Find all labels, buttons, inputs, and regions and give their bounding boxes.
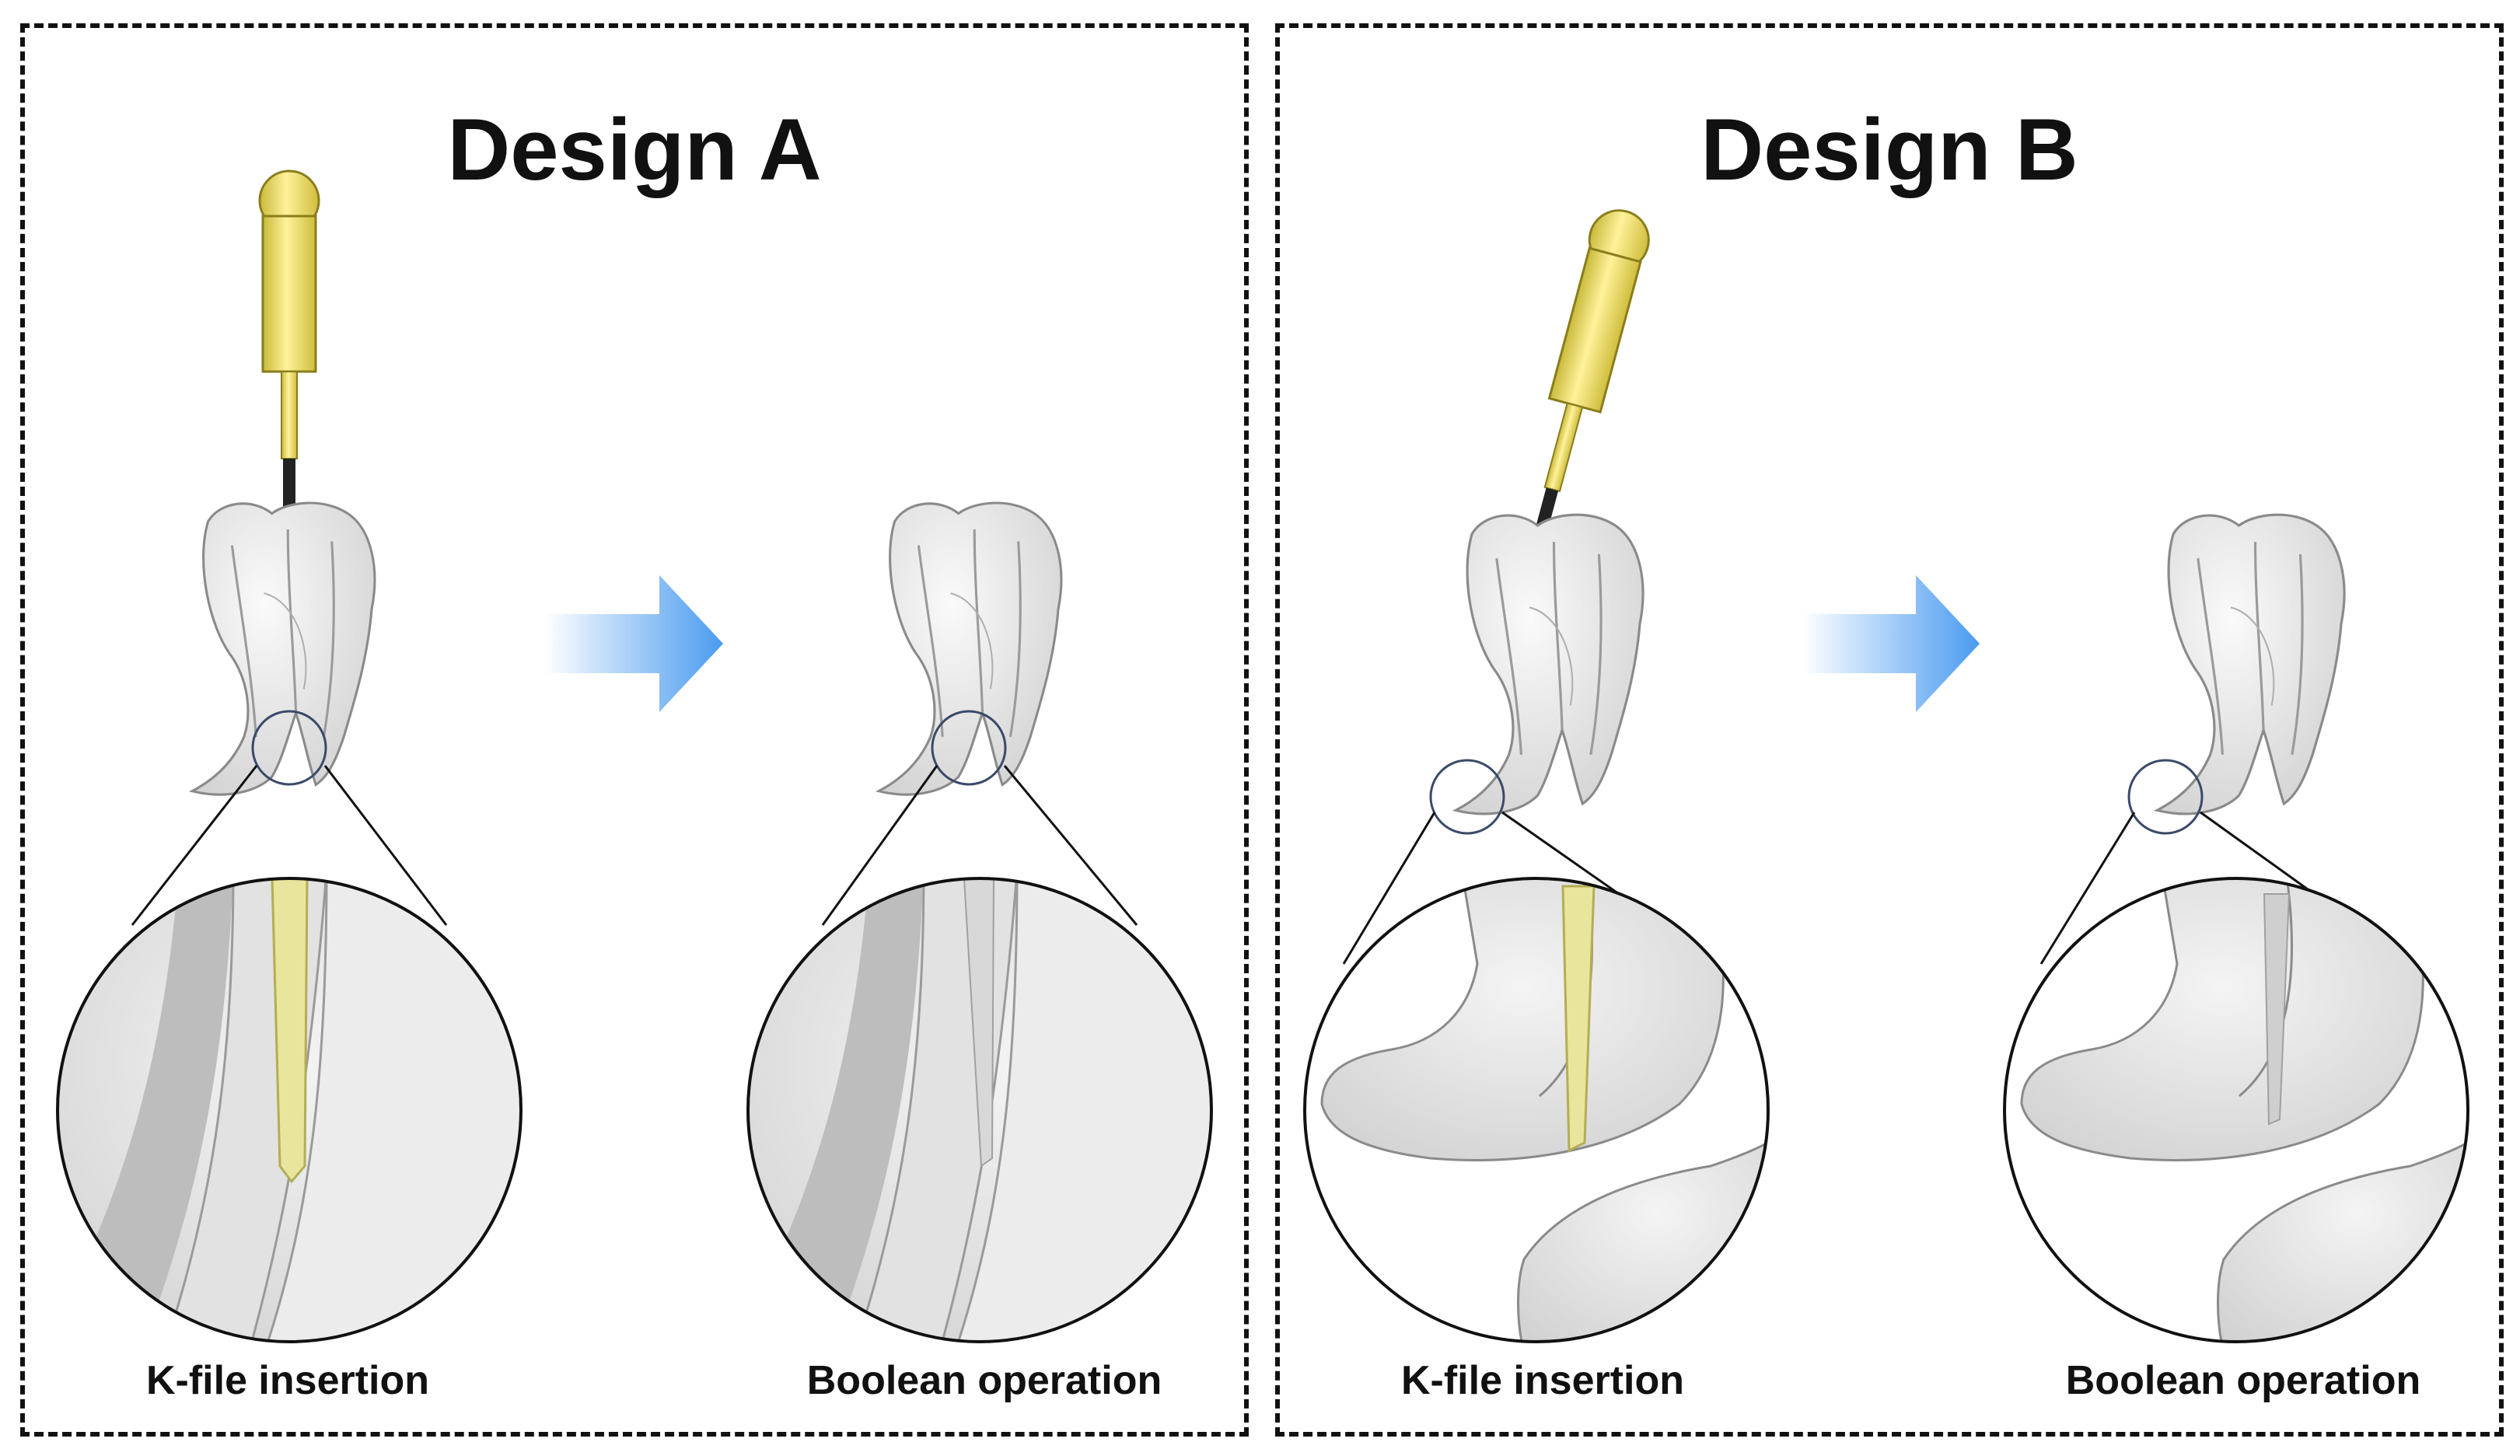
design-b-zoom-2 xyxy=(2004,878,2468,1342)
design-a-kfile-tool xyxy=(258,169,320,513)
design-b-focus-circle-1 xyxy=(1429,759,1505,835)
design-a-tooth-2 xyxy=(877,501,1063,796)
design-a-zoom-2 xyxy=(748,878,1211,1342)
design-b-focus-circle-2 xyxy=(2127,759,2204,835)
design-a-tooth-1 xyxy=(190,501,376,796)
design-b-kfile-tool xyxy=(1534,209,1650,536)
design-a-step-2-caption: Boolean operation xyxy=(806,1358,1162,1403)
design-a-arrow-icon xyxy=(544,575,723,712)
design-b-step-1-caption: K-file insertion xyxy=(1400,1358,1685,1403)
design-b-title: Design B xyxy=(1700,101,2078,198)
design-a-focus-circle-2 xyxy=(931,710,1007,786)
design-b-kfile-tip xyxy=(1561,885,1596,1153)
design-b-step-2-caption: Boolean operation xyxy=(2065,1358,2421,1403)
design-b-tooth-1 xyxy=(1454,513,1644,815)
design-b-panel: Design B xyxy=(1275,23,2504,1437)
design-a-step-1-caption: K-file insertion xyxy=(145,1358,430,1403)
design-b-arrow-icon xyxy=(1802,575,1980,712)
design-a-zoom-1 xyxy=(58,878,521,1342)
design-a-focus-circle-1 xyxy=(251,710,327,786)
design-a-title: Design A xyxy=(447,101,822,198)
design-a-panel: Design A xyxy=(20,23,1249,1437)
design-b-zoom-1 xyxy=(1305,878,1768,1342)
design-b-tooth-2 xyxy=(2155,513,2346,815)
design-a-kfile-tip xyxy=(271,878,309,1184)
